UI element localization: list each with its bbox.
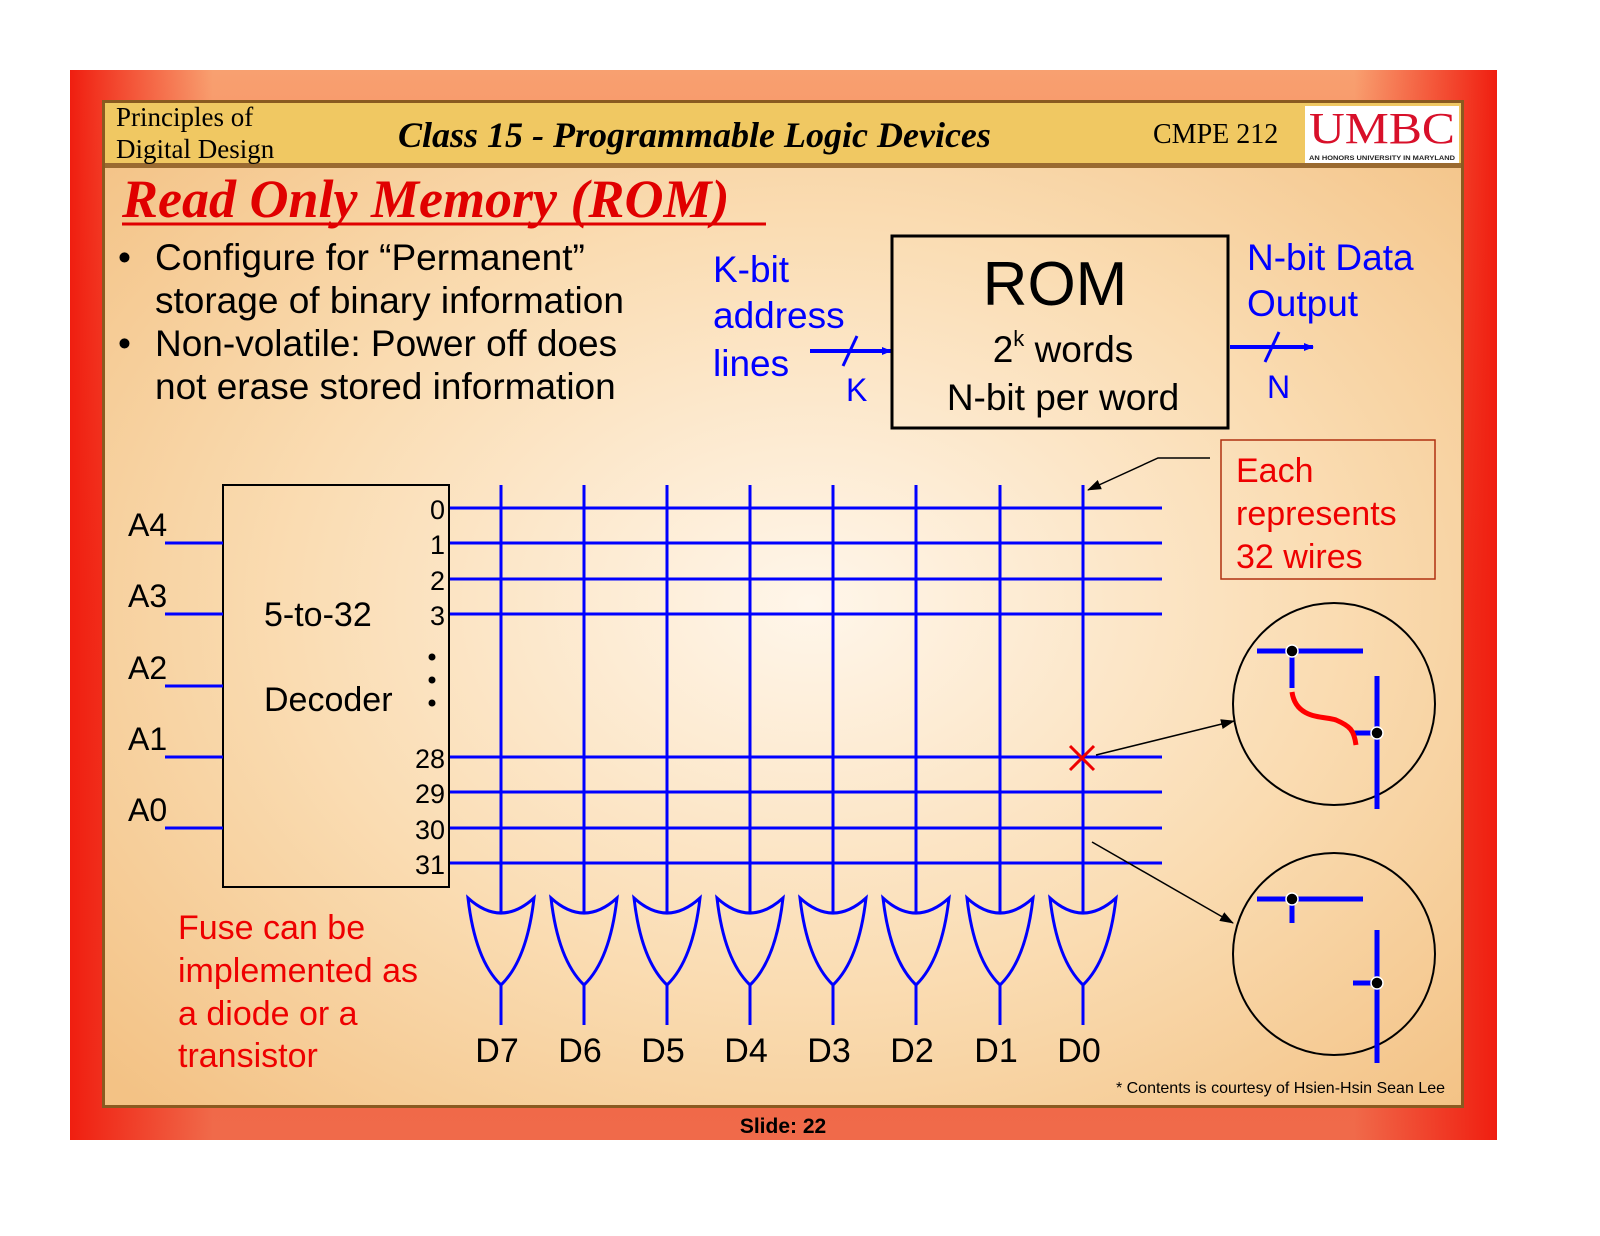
class-title: Class 15 - Programmable Logic Devices (398, 115, 991, 155)
address-width: K (846, 372, 867, 408)
or-gate-icon (549, 894, 619, 988)
address-input-label: A2 (128, 650, 167, 686)
bullet-2-line1: Non-volatile: Power off does (155, 323, 617, 364)
or-gate-icon (1048, 894, 1118, 988)
data-output-label: D5 (641, 1032, 684, 1070)
rom-block-diagram: K-bit address lines K ROM 2k words N-bit… (713, 234, 1414, 430)
bullet-1-line2: storage of binary information (155, 280, 624, 321)
or-gates: D7 D6 D5 D4 D3 D2 D1 D0 (466, 894, 1118, 1070)
decoder-label-2: Decoder (264, 681, 393, 719)
fuse-note-4: transistor (178, 1037, 318, 1075)
rom-box (890, 234, 1230, 430)
address-input-label: A4 (128, 507, 167, 543)
address-input-label: A1 (128, 721, 167, 757)
wire-note-2: represents (1236, 495, 1397, 533)
ellipsis-dot (428, 676, 436, 684)
or-gate-icon (632, 894, 702, 988)
wire-note-pointer (1087, 457, 1210, 491)
blown-fuse-detail (1232, 602, 1436, 809)
blown-fuse-x-icon (1068, 744, 1096, 772)
address-label-2: address (713, 295, 845, 336)
intact-detail-pointer (1091, 841, 1234, 924)
or-gate-icon (881, 894, 951, 988)
or-gate-icon (798, 894, 868, 988)
decoder-output-label: 3 (430, 601, 445, 631)
address-input-label: A3 (128, 578, 167, 614)
decoder-output-label: 28 (415, 744, 445, 774)
credit-note: * Contents is courtesy of Hsien-Hsin Sea… (1116, 1080, 1445, 1097)
data-width: N (1267, 369, 1290, 405)
bullet-dot: • (118, 323, 131, 364)
data-output-label: D2 (890, 1032, 933, 1070)
fuse-note-3: a diode or a (178, 995, 358, 1033)
ellipsis-dot (428, 653, 436, 661)
decoder-output-label: 1 (430, 530, 445, 560)
course-code: CMPE 212 (1153, 119, 1278, 150)
address-input-label: A0 (128, 792, 167, 828)
course-name-line1: Principles of (116, 102, 253, 132)
rom-bits-per-word: N-bit per word (947, 377, 1179, 418)
ellipsis-dot (428, 699, 436, 707)
slide-title: Read Only Memory (ROM) (121, 169, 729, 229)
decoder-output-label: 2 (430, 566, 445, 596)
data-output-label: D6 (558, 1032, 601, 1070)
fuse-detail-pointer (1095, 719, 1235, 756)
bullet-dot: • (118, 237, 131, 278)
rom-box-title: ROM (983, 250, 1128, 319)
decoder-label-1: 5-to-32 (264, 596, 372, 634)
fuse-note-2: implemented as (178, 952, 418, 990)
address-label-1: K-bit (713, 249, 790, 290)
data-output-label: D1 (974, 1032, 1017, 1070)
bullet-2-line2: not erase stored information (155, 366, 616, 407)
umbc-logo: UMBC AN HONORS UNIVERSITY IN MARYLAND (1305, 104, 1459, 163)
or-gate-icon (466, 894, 536, 988)
fuse-note-1: Fuse can be (178, 909, 365, 947)
decoder-output-label: 31 (415, 850, 445, 880)
or-gate-icon (965, 894, 1035, 988)
output-label-2: Output (1247, 283, 1359, 324)
intact-fuse-detail (1232, 852, 1436, 1063)
address-label-3: lines (713, 343, 789, 384)
bullet-list: • Configure for “Permanent” storage of b… (118, 237, 624, 407)
data-output-label: D3 (807, 1032, 850, 1070)
header-band (105, 103, 1461, 165)
wire-note-3: 32 wires (1236, 538, 1363, 576)
decoder-output-label: 0 (430, 495, 445, 525)
rom-words: 2k words (993, 326, 1134, 370)
wire-note-1: Each (1236, 452, 1314, 490)
output-label-1: N-bit Data (1247, 237, 1414, 278)
wire-note-box (1220, 439, 1436, 580)
bullet-1-line1: Configure for “Permanent” (155, 237, 585, 278)
logo-tagline: AN HONORS UNIVERSITY IN MARYLAND (1309, 155, 1455, 162)
data-output-label: D0 (1057, 1032, 1100, 1070)
decoder-output-label: 30 (415, 815, 445, 845)
or-gate-icon (715, 894, 785, 988)
rom-grid (450, 485, 1162, 912)
decoder-output-label: 29 (415, 779, 445, 809)
course-name-line2: Digital Design (116, 134, 275, 164)
data-output-label: D7 (475, 1032, 518, 1070)
logo-text: UMBC (1309, 104, 1455, 153)
slide-number: Slide: 22 (740, 1115, 826, 1138)
data-output-label: D4 (724, 1032, 767, 1070)
